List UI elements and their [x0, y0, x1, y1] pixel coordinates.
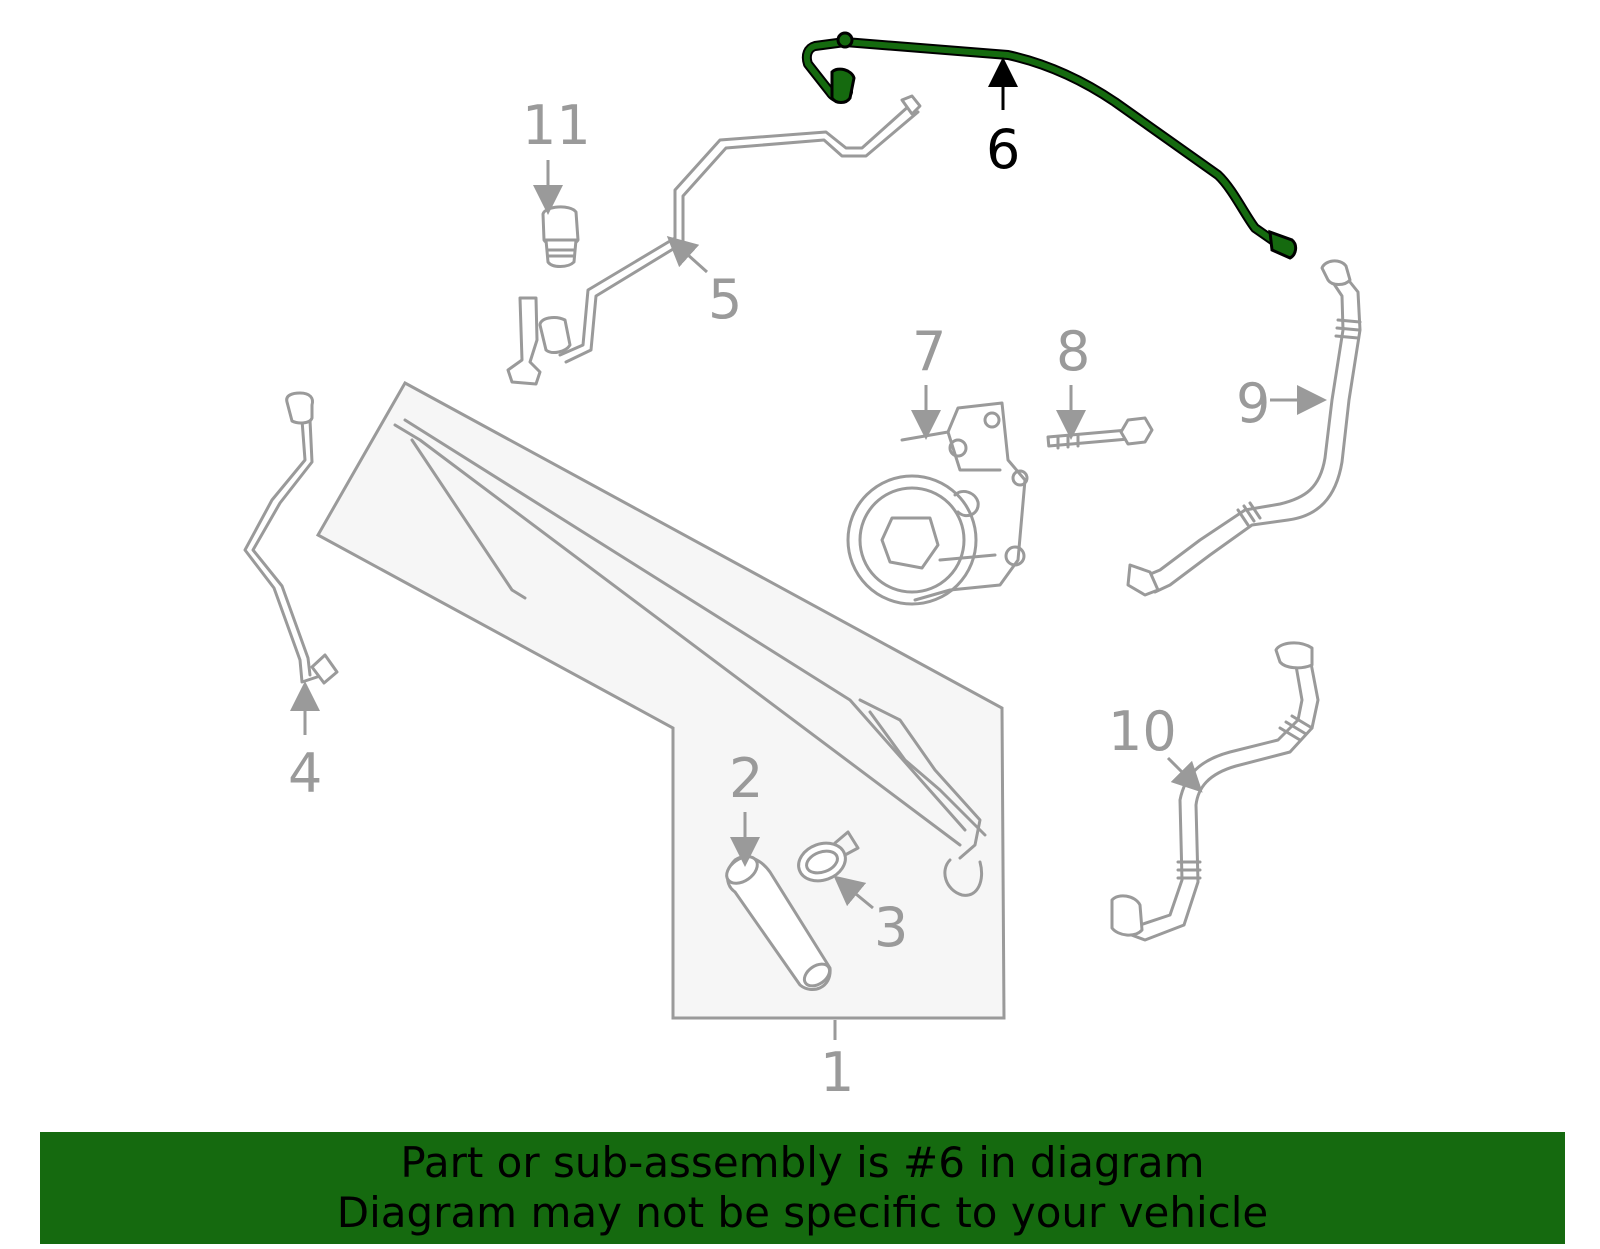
mounting-bolt[interactable]	[1046, 416, 1154, 450]
callout-8: 8	[1056, 320, 1090, 383]
callout-11: 11	[522, 94, 591, 157]
hose-assembly-10[interactable]	[1110, 641, 1320, 942]
hose-assembly-9[interactable]	[1126, 259, 1362, 597]
line-assembly-5[interactable]	[506, 94, 922, 386]
info-banner: Part or sub-assembly is #6 in diagram Di…	[40, 1132, 1565, 1244]
clamp-ring[interactable]	[793, 830, 860, 887]
callout-7: 7	[912, 320, 946, 383]
callout-5: 5	[708, 268, 742, 331]
callout-3: 3	[874, 896, 908, 959]
callout-9: 9	[1236, 372, 1270, 435]
callout-6: 6	[986, 118, 1020, 181]
callout-10: 10	[1108, 700, 1177, 763]
banner-line-part-number: Part or sub-assembly is #6 in diagram	[400, 1138, 1205, 1187]
callout-1: 1	[820, 1041, 854, 1104]
compressor[interactable]	[846, 401, 1029, 606]
callout-arrows	[290, 57, 1327, 1040]
banner-line-disclaimer: Diagram may not be specific to your vehi…	[336, 1188, 1269, 1237]
callout-2: 2	[729, 747, 763, 810]
callout-4: 4	[288, 742, 322, 805]
ac-line-part-6[interactable]	[801, 31, 1298, 260]
liquid-line-left[interactable]	[243, 391, 339, 685]
pressure-switch[interactable]	[541, 205, 580, 268]
